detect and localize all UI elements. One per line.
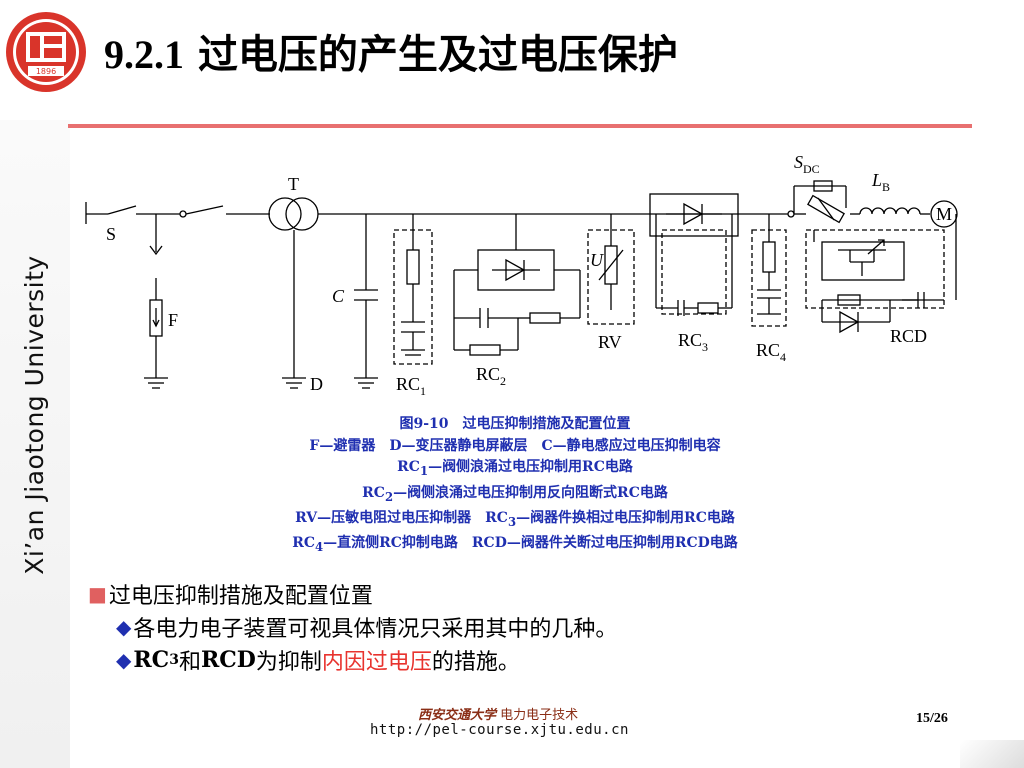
course-footer: 西安交通大学 电力电子技术 http://pel-course.xjtu.edu… — [370, 700, 652, 745]
watermark-band — [0, 120, 70, 768]
diamond-bullet-icon: ◆ — [116, 647, 132, 672]
section-title: 过电压的产生及过电压保护 — [197, 31, 678, 78]
bullet-item-1: ■过电压抑制措施及配置位置 — [88, 582, 373, 609]
overvoltage-circuit-diagram: S F T D C U RV RC1 RC2 RC3 RC4 RCD SDC L… — [85, 152, 958, 398]
label-LB: LB — [871, 170, 890, 194]
label-D: D — [310, 374, 323, 394]
label-RC3: RC3 — [678, 330, 708, 354]
label-U: U — [590, 250, 604, 270]
footer-url[interactable]: http://pel-course.xjtu.edu.cn — [370, 722, 629, 738]
caption-line-1: 图9-10 过电压抑制措施及配置位置 — [399, 416, 631, 432]
diamond-bullet-icon: ◆ — [116, 614, 132, 639]
label-RCD: RCD — [890, 326, 927, 346]
figure-caption: 图9-10 过电压抑制措施及配置位置 F—避雷器 D—变压器静电屏蔽层 C—静电… — [60, 414, 970, 559]
page-title: 9.2.1 过电压的产生及过电压保护 — [104, 22, 678, 80]
label-RC1: RC1 — [396, 374, 426, 398]
caption-line-5: RV—压敏电阻过电压抑制器 RC3—阀器件换相过电压抑制用RC电路 — [295, 509, 735, 529]
university-logo: 1896 — [6, 12, 86, 92]
caption-line-4: RC2—阀侧浪涌过电压抑制用反向阻断式RC电路 — [362, 484, 668, 504]
caption-line-6: RC4—直流侧RC抑制电路 RCD—阀器件关断过电压抑制用RCD电路 — [292, 535, 738, 555]
label-C: C — [332, 286, 345, 306]
label-S: S — [106, 224, 116, 244]
label-RC2: RC2 — [476, 364, 506, 388]
bullet-list: ■过电压抑制措施及配置位置 ◆各电力电子装置可视具体情况只采用其中的几种。 ◆R… — [88, 578, 617, 676]
highlight-text: 内因过电压 — [321, 649, 432, 675]
label-SDC: SDC — [794, 152, 820, 176]
page-indicator: 15/26 — [916, 711, 948, 726]
bullet-item-2: ◆各电力电子装置可视具体情况只采用其中的几种。 — [116, 614, 618, 642]
square-bullet-icon: ■ — [88, 582, 107, 606]
caption-line-3: RC1—阀侧浪涌过电压抑制用RC电路 — [397, 459, 633, 478]
label-RC4: RC4 — [756, 340, 786, 364]
label-RV: RV — [598, 332, 622, 352]
label-F: F — [168, 310, 178, 330]
logo-year: 1896 — [36, 67, 56, 76]
footer-course-name: 西安交通大学 电力电子技术 — [418, 708, 579, 723]
section-number: 9.2.1 — [104, 32, 184, 77]
title-divider — [68, 124, 972, 128]
university-vertical-text: Xi’an Jiaotong University — [20, 255, 49, 575]
page-corner-decoration — [960, 740, 1024, 768]
caption-line-2: F—避雷器 D—变压器静电屏蔽层 C—静电感应过电压抑制电容 — [309, 437, 721, 454]
label-M: M — [936, 204, 952, 224]
label-T: T — [288, 174, 299, 194]
